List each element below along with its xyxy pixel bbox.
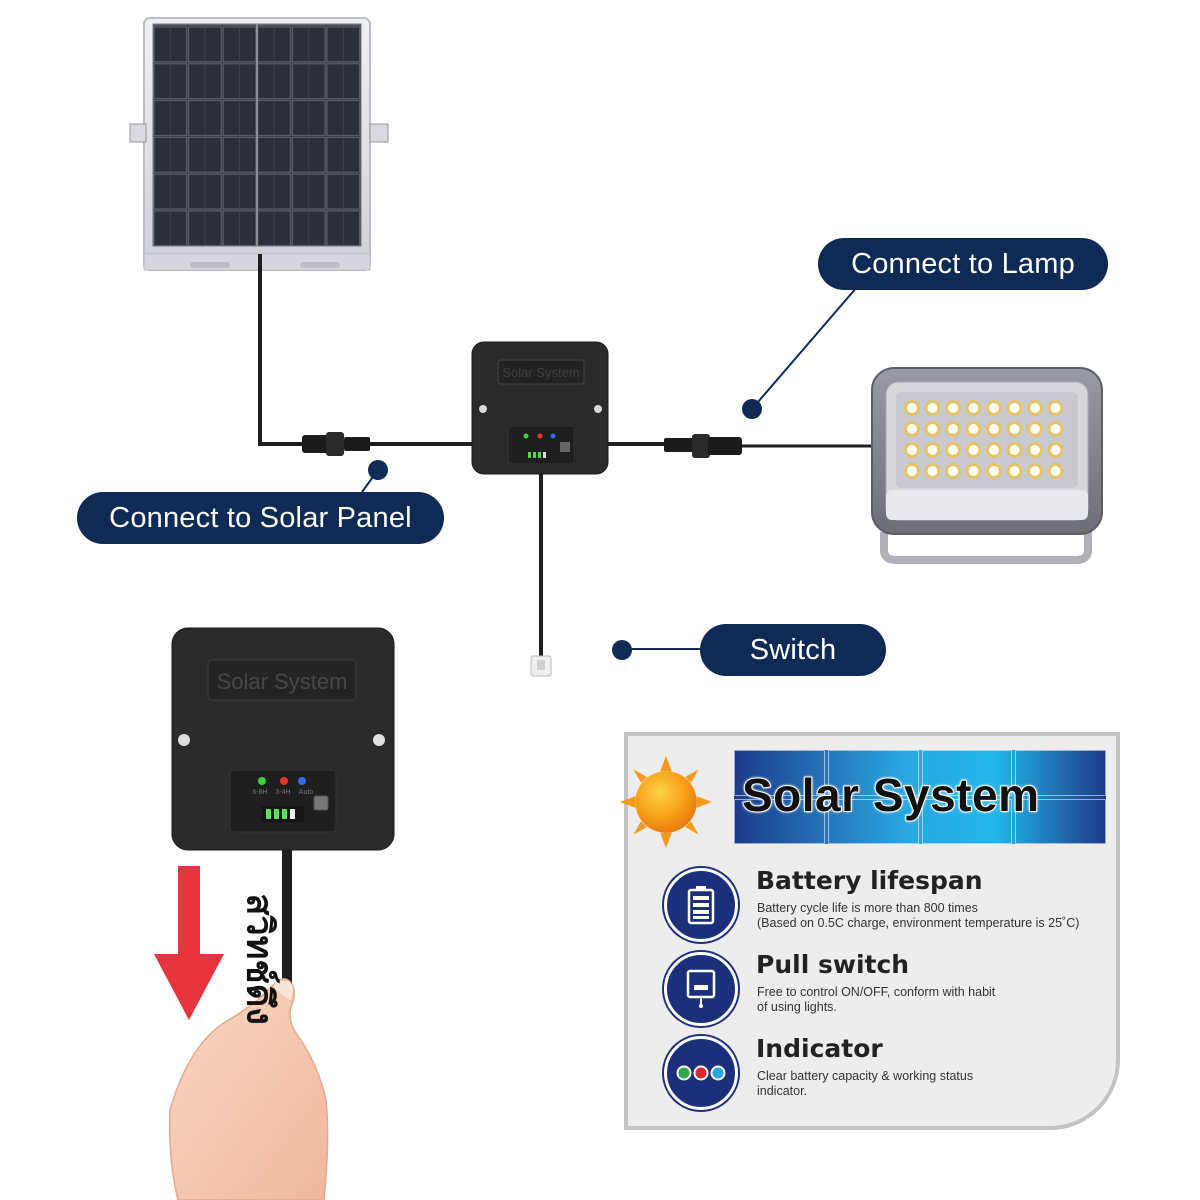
led-core bbox=[927, 403, 938, 413]
large-controller-title: Solar System bbox=[217, 669, 348, 694]
led-core bbox=[989, 445, 999, 455]
switch-leader-dot bbox=[612, 640, 632, 660]
led-core bbox=[1050, 403, 1061, 413]
led-core bbox=[968, 445, 979, 455]
led-core bbox=[1030, 445, 1040, 455]
led-core bbox=[907, 424, 917, 434]
indicator-lights-icon bbox=[664, 1036, 738, 1110]
small-controller-title: Solar System bbox=[502, 365, 579, 380]
lamp-leader-dot bbox=[742, 399, 762, 419]
led-core bbox=[968, 403, 979, 413]
led-core bbox=[1009, 445, 1020, 455]
led-core bbox=[1009, 403, 1020, 413]
hand-pulling-cord bbox=[168, 978, 329, 1200]
led-core bbox=[907, 403, 917, 413]
controller-box-large: Solar System 6-8H 3-4H Auto bbox=[171, 627, 395, 851]
feature-title-indicator: Indicator bbox=[756, 1034, 883, 1063]
solar-leader-dot bbox=[368, 460, 388, 480]
flood-lamp bbox=[871, 367, 1103, 564]
switch-label: Switch bbox=[700, 624, 886, 676]
feature-pull-switch: Pull switch Free to control ON/OFF, conf… bbox=[664, 950, 1104, 1030]
connectors bbox=[302, 432, 742, 677]
led-core bbox=[907, 445, 917, 455]
led-core bbox=[1009, 466, 1020, 476]
cables bbox=[258, 254, 872, 985]
connect-to-lamp-label: Connect to Lamp bbox=[818, 238, 1108, 290]
led-core bbox=[1050, 466, 1061, 476]
lamp-led-array bbox=[904, 400, 1064, 479]
feature-desc-battery: Battery cycle life is more than 800 time… bbox=[757, 901, 1080, 930]
indicator-label-3: Auto bbox=[299, 789, 314, 796]
led-core bbox=[968, 466, 979, 476]
controller-box-small: Solar System bbox=[471, 341, 609, 475]
solar-panel bbox=[129, 17, 389, 271]
led-core bbox=[989, 466, 999, 476]
led-core bbox=[927, 424, 938, 434]
led-core bbox=[948, 424, 958, 434]
card-banner bbox=[734, 750, 1106, 844]
led-core bbox=[927, 466, 938, 476]
led-core bbox=[1009, 424, 1020, 434]
pull-switch-icon bbox=[664, 952, 738, 1026]
solar-system-info-card: Solar System Battery lifespan Battery cy… bbox=[619, 732, 1120, 1130]
led-core bbox=[989, 424, 999, 434]
sun-icon bbox=[619, 755, 713, 849]
connect-to-solar-panel-label: Connect to Solar Panel bbox=[77, 492, 444, 544]
pull-down-arrow bbox=[154, 866, 224, 1020]
led-core bbox=[1030, 424, 1040, 434]
leader-lines bbox=[361, 286, 858, 650]
indicator-label-2: 3-4H bbox=[275, 789, 290, 796]
feature-desc-pull-switch: Free to control ON/OFF, conform with hab… bbox=[757, 985, 996, 1014]
led-core bbox=[948, 466, 958, 476]
feature-title-battery: Battery lifespan bbox=[756, 866, 983, 895]
led-core bbox=[968, 424, 979, 434]
led-core bbox=[1030, 466, 1040, 476]
battery-icon bbox=[664, 868, 738, 942]
led-core bbox=[1050, 445, 1061, 455]
led-core bbox=[907, 466, 917, 476]
card-title: Solar System bbox=[741, 768, 1040, 822]
led-core bbox=[1030, 403, 1040, 413]
led-core bbox=[989, 403, 999, 413]
led-core bbox=[927, 445, 938, 455]
feature-battery-lifespan: Battery lifespan Battery cycle life is m… bbox=[664, 866, 1104, 946]
indicator-label-1: 6-8H bbox=[252, 789, 267, 796]
feature-title-pull-switch: Pull switch bbox=[756, 950, 910, 979]
led-core bbox=[1050, 424, 1061, 434]
led-core bbox=[948, 403, 958, 413]
feature-indicator: Indicator Clear battery capacity & worki… bbox=[664, 1034, 1104, 1114]
led-core bbox=[948, 445, 958, 455]
pull-switch-thai-label: สวิทช์ดึง bbox=[238, 893, 280, 1025]
